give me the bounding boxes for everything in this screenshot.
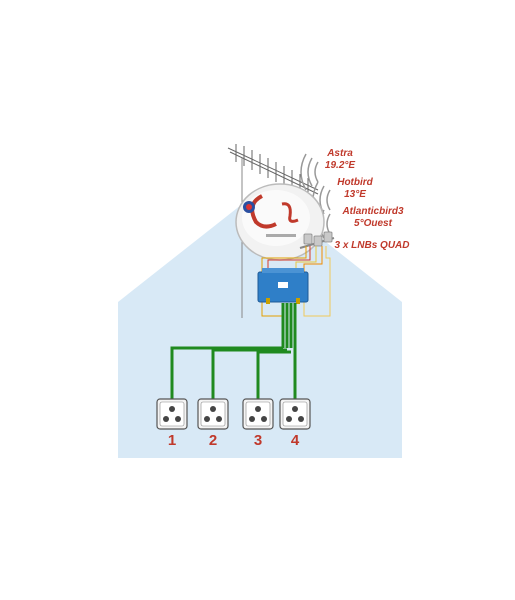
lnb-label: 3 x LNBs QUAD [334, 240, 410, 251]
outlet-number-4: 4 [290, 432, 300, 449]
house-silhouette [118, 190, 402, 458]
satellite-name: Atlanticbird3 [342, 206, 404, 217]
satellite-name: Hotbird [337, 177, 373, 188]
wall-outlet-icon [242, 398, 274, 430]
outlet-number-1: 1 [167, 432, 177, 449]
wall-outlet-icon [156, 398, 188, 430]
outlets [156, 398, 311, 430]
satellite-position: 13°E [344, 189, 366, 200]
satellite-position: 19.2°E [324, 160, 356, 171]
satellite-label-hotbird: Hotbird 13°E [333, 177, 377, 201]
wall-outlet-icon [197, 398, 229, 430]
multiswitch-icon [257, 268, 309, 304]
satellite-position: 5°Ouest [354, 218, 392, 229]
satellite-label-atlanticbird: Atlanticbird3 5°Ouest [338, 206, 408, 230]
coax-cables [170, 303, 297, 400]
outlet-number-3: 3 [253, 432, 263, 449]
satellite-name: Astra [327, 148, 353, 159]
satellite-dish-icon [235, 183, 335, 261]
satellite-label-astra: Astra 19.2°E [320, 148, 360, 172]
outlet-number-2: 2 [208, 432, 218, 449]
wall-outlet-icon [279, 398, 311, 430]
